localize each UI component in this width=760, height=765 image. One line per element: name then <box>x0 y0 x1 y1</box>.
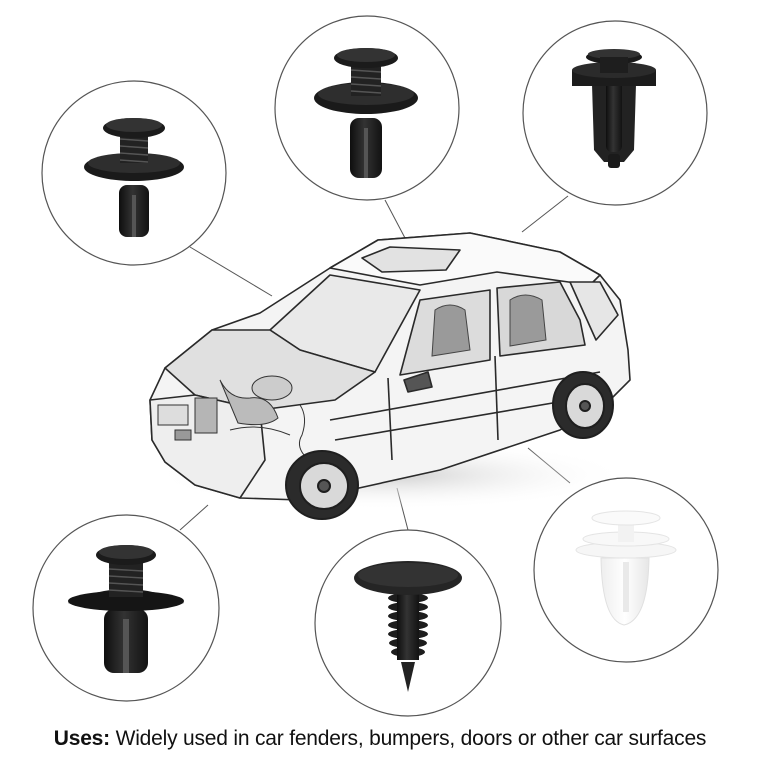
uses-description: Widely used in car fenders, bumpers, doo… <box>109 727 707 750</box>
clip-4-rivet-icon <box>68 545 184 673</box>
clip-3-expansion-clip-icon <box>572 49 656 168</box>
clip-6-white-trim-clip-icon <box>575 510 677 626</box>
uses-label: Uses: <box>53 727 110 750</box>
car-illustration <box>149 232 631 520</box>
clip-1-rivet-icon <box>84 118 184 237</box>
uses-caption: Uses: Widely used in car fenders, bumper… <box>0 727 760 751</box>
clip-2-rivet-icon <box>314 48 418 178</box>
clip-5-fir-tree-clip-icon <box>354 561 462 692</box>
